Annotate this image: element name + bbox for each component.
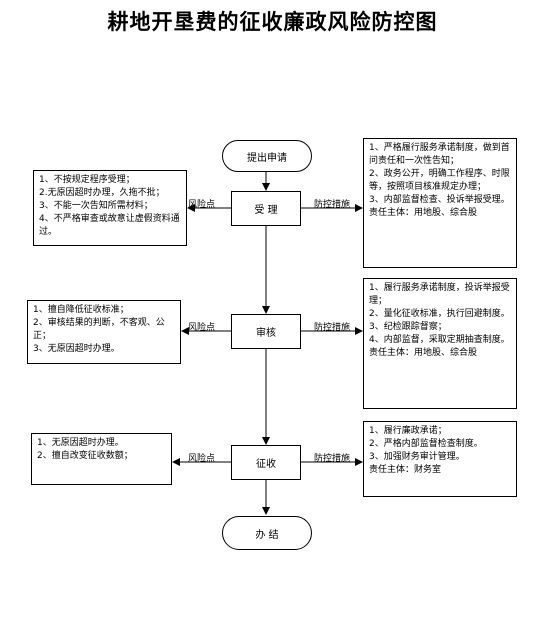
control-item: 2、严格内部监督检查制度。	[369, 439, 483, 449]
step-collect-label: 征收	[256, 459, 276, 470]
end-node: 办 结	[222, 516, 312, 550]
control-label-3: 防控措施	[314, 454, 351, 464]
risk-item: 1、擅自降低征收标准；	[33, 305, 129, 315]
control-item: 2、政务公开，明确工作程序、时限等，按照项目核准规定办理；	[369, 169, 510, 192]
risk-item: 2、擅自改变征收数额；	[37, 451, 133, 461]
control-item: 责任主体：财务室	[369, 465, 442, 475]
risk-box-review: 1、擅自降低征收标准； 2、审核结果的判断，不客观、公正； 3、无原因超时办理。	[27, 300, 181, 364]
control-item: 责任主体：用地股、综合股	[369, 348, 478, 358]
control-item: 4、内部监督，采取定期抽查制度。	[369, 335, 510, 345]
risk-item: 2.无原因超时办理，久拖不批；	[39, 188, 165, 198]
control-label-1: 防控措施	[314, 200, 351, 210]
control-box-accept: 1、严格履行服务承诺制度，做到首问责任和一次性告知； 2、政务公开，明确工作程序…	[363, 138, 517, 268]
risk-item: 4、不严格审查或故意让虚假资料通过。	[39, 214, 180, 237]
control-item: 1、严格履行服务承诺制度，做到首问责任和一次性告知；	[369, 143, 510, 166]
risk-box-collect: 1、无原因超时办理。 2、擅自改变征收数额；	[31, 433, 172, 485]
start-label: 提出申请	[247, 152, 287, 164]
end-label: 办 结	[255, 529, 279, 541]
risk-item: 1、不按规定程序受理；	[39, 175, 135, 185]
control-box-collect: 1、履行廉政承诺； 2、严格内部监督检查制度。 3、加强财务审计管理。 责任主体…	[363, 421, 517, 497]
risk-item: 3、不能一次告知所需材料；	[39, 201, 153, 211]
control-label-2: 防控措施	[314, 323, 351, 333]
step-review: 审核	[231, 314, 301, 349]
risk-label-3: 风险点	[188, 454, 216, 464]
risk-item: 3、无原因超时办理。	[33, 344, 120, 354]
control-box-review: 1、履行服务承诺制度，投诉举报受理； 2、量化征收标准，执行回避制度。 3、纪检…	[363, 278, 517, 409]
risk-item: 2、审核结果的判断，不客观、公正；	[33, 318, 165, 341]
risk-label-1: 风险点	[188, 200, 216, 210]
risk-label-2: 风险点	[188, 323, 216, 333]
control-item: 责任主体：用地股、综合股	[369, 208, 478, 218]
step-accept-label: 受 理	[254, 205, 278, 216]
control-item: 1、履行服务承诺制度，投诉举报受理；	[369, 283, 510, 306]
risk-item: 1、无原因超时办理。	[37, 438, 124, 448]
step-accept: 受 理	[231, 191, 301, 226]
control-item: 3、内部监督检查、投诉举报受理。	[369, 195, 510, 205]
control-item: 3、纪检跟踪督察；	[369, 322, 447, 332]
control-item: 3、加强财务审计管理。	[369, 452, 465, 462]
risk-box-accept: 1、不按规定程序受理； 2.无原因超时办理，久拖不批； 3、不能一次告知所需材料…	[33, 170, 187, 246]
step-collect: 征收	[231, 445, 301, 480]
control-item: 2、量化征收标准，执行回避制度。	[369, 309, 510, 319]
start-node: 提出申请	[222, 140, 312, 172]
control-item: 1、履行廉政承诺；	[369, 426, 447, 436]
step-review-label: 审核	[256, 328, 276, 339]
page-title: 耕地开垦费的征收廉政风险防控图	[107, 9, 438, 34]
